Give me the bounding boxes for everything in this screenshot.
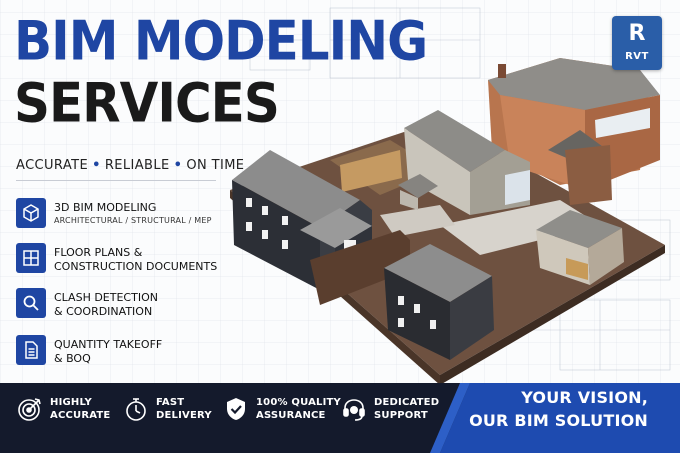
floor-plan-icon: [16, 243, 46, 273]
feature-quality-assurance: 100% QUALITY ASSURANCE: [222, 395, 341, 423]
service-item-floor-plans: FLOOR PLANS & CONSTRUCTION DOCUMENTS: [16, 243, 217, 274]
service-title-line2: CONSTRUCTION DOCUMENTS: [54, 260, 218, 273]
slogan: YOUR VISION, OUR BIM SOLUTION: [428, 385, 648, 431]
slogan-line1: YOUR VISION,: [521, 388, 648, 407]
service-title-line2: & BOQ: [54, 352, 91, 365]
document-icon: [16, 335, 46, 365]
feature-label-line1: FAST: [156, 397, 185, 408]
service-title-line1: FLOOR PLANS &: [54, 246, 143, 259]
shield-check-icon: [227, 398, 245, 420]
page-title-line1: BIM MODELING: [14, 10, 428, 73]
service-item-clash-detection: CLASH DETECTION & COORDINATION: [16, 288, 158, 319]
footer-banner: HIGHLY ACCURATE FAST DELIVERY 100% QUALI…: [0, 383, 680, 453]
service-title-line2: & COORDINATION: [54, 305, 153, 318]
service-subtitle: ARCHITECTURAL / STRUCTURAL / MEP: [54, 216, 212, 225]
stopwatch-icon: [126, 398, 146, 421]
target-icon: [18, 398, 41, 421]
feature-highly-accurate: HIGHLY ACCURATE: [16, 395, 110, 423]
page-title-line2: SERVICES: [14, 72, 280, 135]
magnifier-icon: [16, 288, 46, 318]
tagline-item: RELIABLE: [104, 158, 170, 173]
feature-label-line1: 100% QUALITY: [256, 397, 341, 408]
feature-label-line2: ASSURANCE: [256, 410, 326, 421]
feature-label-line2: ACCURATE: [50, 410, 111, 421]
headset-icon: [343, 399, 365, 421]
divider: [16, 180, 216, 181]
tagline-item: ON TIME: [186, 158, 245, 173]
revit-logo-letter: R: [628, 21, 646, 46]
service-title-line1: CLASH DETECTION: [54, 291, 158, 304]
feature-fast-delivery: FAST DELIVERY: [122, 395, 212, 423]
bullet-dot: •: [92, 158, 101, 173]
feature-label-line1: DEDICATED: [374, 397, 440, 408]
slogan-line2: OUR BIM SOLUTION: [469, 411, 648, 430]
service-title: 3D BIM MODELING: [54, 201, 157, 214]
tagline: ACCURATE•RELIABLE•ON TIME: [16, 158, 244, 173]
service-item-quantity-takeoff: QUANTITY TAKEOFF & BOQ: [16, 335, 162, 366]
feature-label-line1: HIGHLY: [50, 397, 92, 408]
feature-dedicated-support: DEDICATED SUPPORT: [340, 395, 439, 423]
tagline-item: ACCURATE: [16, 158, 89, 173]
revit-badge: R RVT: [612, 16, 662, 70]
revit-badge-label: RVT: [625, 51, 649, 62]
feature-label-line2: DELIVERY: [156, 410, 212, 421]
footer-background: [0, 383, 680, 453]
bullet-dot: •: [173, 158, 183, 173]
cube-icon: [16, 198, 46, 228]
feature-label-line2: SUPPORT: [374, 410, 428, 421]
service-title-line1: QUANTITY TAKEOFF: [54, 338, 163, 351]
service-item-3d-bim-modeling: 3D BIM MODELING ARCHITECTURAL / STRUCTUR…: [16, 198, 212, 228]
